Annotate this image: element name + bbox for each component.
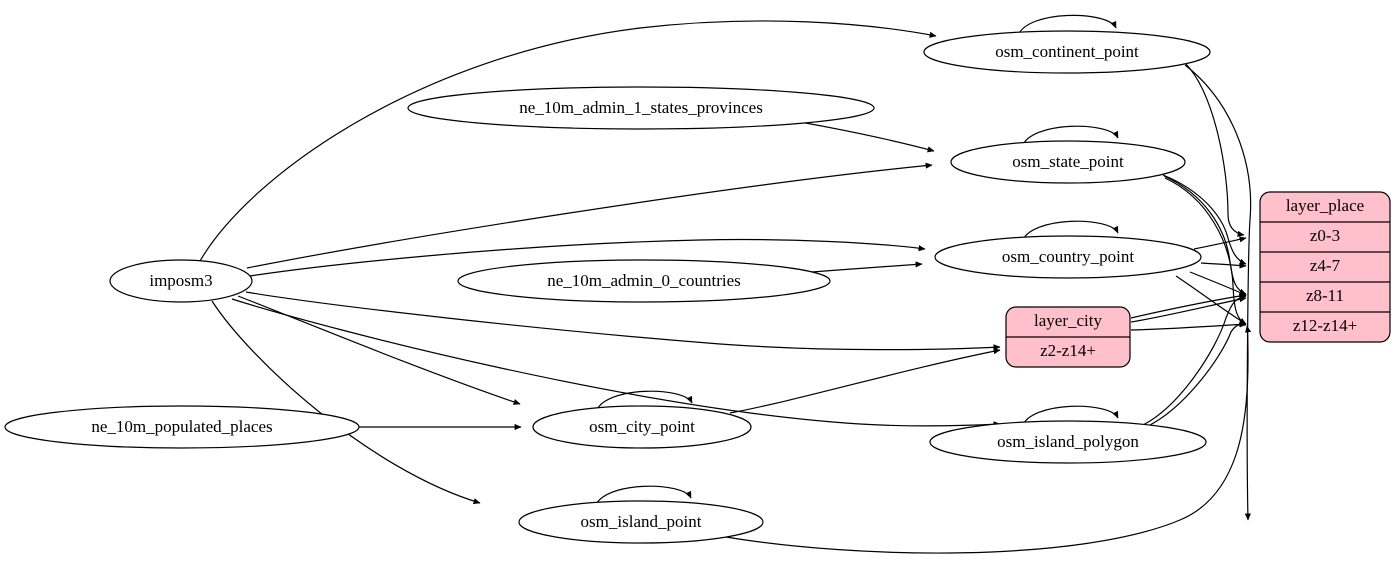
layer_place-row-z8-11-label: z8-11 xyxy=(1306,286,1344,305)
layer_place-header-label: layer_place xyxy=(1286,196,1364,215)
layer_place-row-z0-3-label: z0-3 xyxy=(1310,226,1340,245)
edge-imposm3-to-osm_island_point xyxy=(211,300,481,505)
edge-osm_city_point-to-layer_city-z2_z14 xyxy=(729,348,1001,414)
edge-osm_state_point-to-layer_place-z4_7 xyxy=(1162,174,1247,265)
node-osm_island_polygon-label: osm_island_polygon xyxy=(997,432,1139,451)
edge-ne_admin0-to-osm_country_point xyxy=(811,261,923,273)
edge-osm_country_point-to-layer_place-z0_3 xyxy=(1193,236,1247,250)
self-loop-osm_state_point xyxy=(1021,125,1119,148)
node-osm_island_point[interactable]: osm_island_point xyxy=(518,500,764,544)
record-node-layer_place[interactable]: layer_place z0-3 z4-7 z8-11 z12-z14+ xyxy=(1259,191,1391,343)
edge-layer_city-to-layer_place-z8_11 xyxy=(1130,292,1247,319)
self-loop-osm_island_polygon xyxy=(1021,405,1119,428)
edge-osm_country_point-to-layer_place-z12_z14 xyxy=(1175,275,1247,325)
edge-imposm3-to-osm_city_point xyxy=(237,295,521,405)
edge-osm_island_polygon-to-layer_place-z8_11 xyxy=(1142,294,1247,426)
node-osm_state_point-label: osm_state_point xyxy=(1012,152,1124,171)
edge-osm_island_polygon-to-layer_place-z12_z14 xyxy=(1145,320,1247,428)
node-osm_country_point-label: osm_country_point xyxy=(1002,247,1134,266)
edge-imposm3-to-osm_continent_point xyxy=(199,20,937,262)
self-loop-osm_island_point xyxy=(594,485,692,508)
self-loop-osm_city_point xyxy=(595,390,693,413)
node-ne_10m_admin_0_countries[interactable]: ne_10m_admin_0_countries xyxy=(457,259,831,303)
node-ne_10m_admin_0_countries-label: ne_10m_admin_0_countries xyxy=(547,271,741,290)
edge-osm_country_point-to-layer_place-z4_7 xyxy=(1200,262,1247,269)
node-imposm3[interactable]: imposm3 xyxy=(109,259,253,303)
edge-osm_continent_point-to-layer_place-z0_3 xyxy=(1184,64,1252,521)
edge-layer xyxy=(199,14,1252,554)
node-ne_10m_admin_1_states_provinces-label: ne_10m_admin_1_states_provinces xyxy=(519,98,763,117)
edge-osm_continent_point-branch-z0_3 xyxy=(1185,63,1245,237)
layer_place-row-z4-7-label: z4-7 xyxy=(1310,256,1341,275)
node-osm_country_point[interactable]: osm_country_point xyxy=(934,235,1202,279)
edge-imposm3-to-osm_state_point xyxy=(246,162,933,269)
edge-imposm3-to-layer_city xyxy=(245,291,1001,351)
self-loop-osm_country_point xyxy=(1021,220,1119,243)
node-ne_10m_admin_1_states_provinces[interactable]: ne_10m_admin_1_states_provinces xyxy=(407,86,875,130)
edge-imposm3-to-osm_country_point xyxy=(249,238,926,277)
self-loop-osm_continent_point xyxy=(1017,14,1117,37)
node-ne_10m_populated_places[interactable]: ne_10m_populated_places xyxy=(4,405,360,449)
record-node-layer_city[interactable]: layer_city z2-z14+ xyxy=(1005,306,1131,368)
node-imposm3-label: imposm3 xyxy=(149,271,212,290)
node-osm_continent_point-label: osm_continent_point xyxy=(995,42,1139,61)
node-osm_state_point[interactable]: osm_state_point xyxy=(950,140,1186,184)
layer_city-header-label: layer_city xyxy=(1034,311,1102,330)
layer_place-row-z12-z14-label: z12-z14+ xyxy=(1293,316,1357,335)
edge-ne_admin1-to-osm_state_point xyxy=(799,121,935,153)
node-osm_continent_point[interactable]: osm_continent_point xyxy=(923,30,1211,74)
edge-imposm3-to-osm_island_polygon xyxy=(231,298,1001,428)
edge-layer_city-to-layer_place-z12_z14 xyxy=(1130,321,1247,331)
node-osm_city_point[interactable]: osm_city_point xyxy=(532,405,752,449)
node-osm_island_polygon[interactable]: osm_island_polygon xyxy=(929,420,1207,464)
edge-osm_island_point-to-layer_place-z12_z14 xyxy=(719,325,1252,554)
layer_city-row-z2-z14-label: z2-z14+ xyxy=(1040,341,1096,360)
node-ne_10m_populated_places-label: ne_10m_populated_places xyxy=(91,417,272,436)
edge-osm_state_point-to-layer_place-z12_z14 xyxy=(1164,177,1247,325)
node-osm_city_point-label: osm_city_point xyxy=(589,417,695,436)
node-layer: imposm3 ne_10m_admin_1_states_provinces … xyxy=(4,30,1211,544)
node-osm_island_point-label: osm_island_point xyxy=(581,512,702,531)
